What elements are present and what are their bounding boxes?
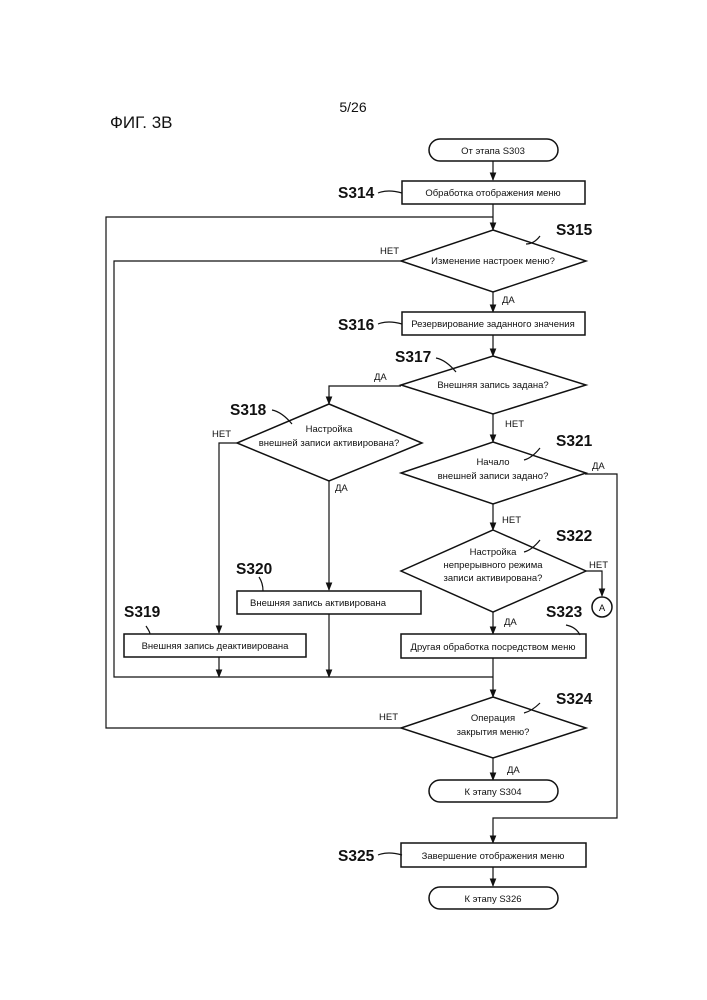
ext-rec-start-text-2: внешней записи задано?	[438, 471, 549, 482]
figure-title: ФИГ. 3B	[110, 113, 173, 132]
cont-rec-text-3: записи активирована?	[444, 573, 543, 584]
branch-s321-yes: ДА	[592, 461, 605, 472]
step-s315: S315	[556, 222, 593, 239]
reserve-value-text: Резервирование заданного значения	[411, 319, 574, 330]
ext-rec-on-text: Внешняя запись активирована	[250, 598, 387, 609]
ext-rec-set-text: Внешняя запись задана?	[437, 380, 548, 391]
menu-end-text: Завершение отображения меню	[422, 851, 565, 862]
to-s304-text: К этапу S304	[464, 787, 521, 798]
page-number: 5/26	[339, 99, 366, 115]
step-s320: S320	[236, 561, 272, 578]
step-s322: S322	[556, 528, 592, 545]
connector-a-label: A	[599, 603, 606, 614]
step-s325: S325	[338, 848, 375, 865]
cont-rec-text-2: непрерывного режима	[443, 560, 543, 571]
branch-s324-yes: ДА	[507, 765, 520, 776]
settings-change-text: Изменение настроек меню?	[431, 256, 555, 267]
branch-s322-yes: ДА	[504, 617, 517, 628]
step-s318: S318	[230, 402, 267, 419]
ext-rec-enabled-text-2: внешней записи активирована?	[259, 438, 400, 449]
branch-s318-no: НЕТ	[212, 429, 231, 440]
ext-rec-enabled-text-1: Настройка	[306, 424, 353, 435]
step-s317: S317	[395, 349, 431, 366]
branch-s317-yes: ДА	[374, 372, 387, 383]
branch-s317-no: НЕТ	[505, 419, 524, 430]
other-menu-text: Другая обработка посредством меню	[411, 642, 576, 653]
branch-s322-no: НЕТ	[589, 560, 608, 571]
branch-s315-yes: ДА	[502, 295, 515, 306]
step-s316: S316	[338, 317, 375, 334]
close-menu-text-1: Операция	[471, 713, 515, 724]
ext-rec-start-text-1: Начало	[476, 457, 509, 468]
step-s319: S319	[124, 604, 161, 621]
branch-s318-yes: ДА	[335, 483, 348, 494]
menu-display-text: Обработка отображения меню	[425, 188, 560, 199]
ext-rec-off-text: Внешняя запись деактивирована	[142, 641, 290, 652]
branch-s324-no: НЕТ	[379, 712, 398, 723]
branch-s321-no: НЕТ	[502, 515, 521, 526]
step-s323: S323	[546, 604, 583, 621]
close-menu-text-2: закрытия меню?	[457, 727, 530, 738]
cont-rec-text-1: Настройка	[470, 547, 517, 558]
to-s326-text: К этапу S326	[464, 894, 521, 905]
step-s324: S324	[556, 691, 593, 708]
step-s314: S314	[338, 185, 375, 202]
step-s321: S321	[556, 433, 593, 450]
branch-s315-no: НЕТ	[380, 246, 399, 257]
start-terminal-text: От этапа S303	[461, 146, 525, 157]
